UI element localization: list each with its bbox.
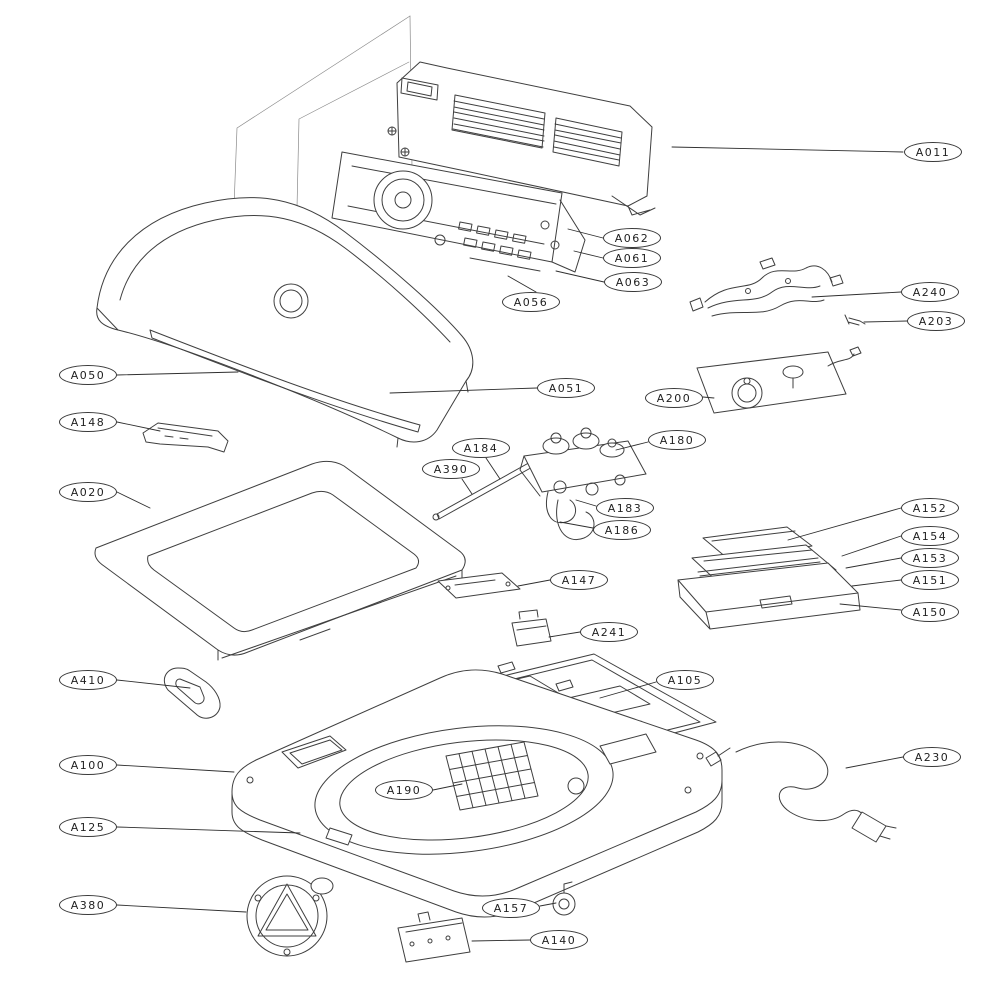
part-screw — [844, 314, 866, 326]
part-switch — [511, 609, 552, 647]
part-label-a020[interactable]: A020 — [59, 482, 117, 502]
part-label-a061[interactable]: A061 — [603, 248, 661, 268]
part-label-a186[interactable]: A186 — [593, 520, 651, 540]
part-pressure-switch-assembly — [696, 346, 862, 414]
part-label-a203[interactable]: A203 — [907, 311, 965, 331]
part-cap — [552, 881, 576, 916]
part-inlet-valve — [519, 427, 647, 497]
part-noise-filter — [397, 911, 471, 963]
part-hoses — [546, 491, 595, 540]
part-dispenser-drawer — [677, 526, 861, 630]
part-label-a240[interactable]: A240 — [901, 282, 959, 302]
part-label-a063[interactable]: A063 — [604, 272, 662, 292]
part-label-a410[interactable]: A410 — [59, 670, 117, 690]
part-label-a157[interactable]: A157 — [482, 898, 540, 918]
part-label-a148[interactable]: A148 — [59, 412, 117, 432]
part-control-board-assembly — [331, 151, 586, 273]
part-label-a183[interactable]: A183 — [596, 498, 654, 518]
part-lid — [94, 460, 466, 661]
part-label-a105[interactable]: A105 — [656, 670, 714, 690]
part-grate — [445, 741, 539, 811]
part-label-a390[interactable]: A390 — [422, 459, 480, 479]
part-label-a100[interactable]: A100 — [59, 755, 117, 775]
part-label-a241[interactable]: A241 — [580, 622, 638, 642]
part-label-a184[interactable]: A184 — [452, 438, 510, 458]
part-label-a147[interactable]: A147 — [550, 570, 608, 590]
part-label-a050[interactable]: A050 — [59, 365, 117, 385]
part-label-a230[interactable]: A230 — [903, 747, 961, 767]
part-label-a154[interactable]: A154 — [901, 526, 959, 546]
part-pump — [246, 875, 334, 957]
part-bracket — [142, 422, 229, 453]
part-label-a011[interactable]: A011 — [904, 142, 962, 162]
part-label-a190[interactable]: A190 — [375, 780, 433, 800]
part-label-a125[interactable]: A125 — [59, 817, 117, 837]
part-label-a200[interactable]: A200 — [645, 388, 703, 408]
part-rod — [432, 454, 546, 521]
part-label-a150[interactable]: A150 — [901, 602, 959, 622]
part-power-cord — [705, 741, 897, 843]
part-hose-clip — [163, 667, 221, 719]
part-label-a140[interactable]: A140 — [530, 930, 588, 950]
part-rear-panel — [387, 61, 656, 216]
part-label-a051[interactable]: A051 — [537, 378, 595, 398]
part-label-a380[interactable]: A380 — [59, 895, 117, 915]
part-label-a056[interactable]: A056 — [502, 292, 560, 312]
part-hinge-plate — [437, 572, 521, 599]
part-label-a062[interactable]: A062 — [603, 228, 661, 248]
leader-lines — [116, 146, 908, 942]
part-label-a153[interactable]: A153 — [901, 548, 959, 568]
part-label-a152[interactable]: A152 — [901, 498, 959, 518]
part-label-a180[interactable]: A180 — [648, 430, 706, 450]
part-wire-harness — [689, 257, 844, 317]
part-control-panel — [96, 197, 474, 448]
part-label-a151[interactable]: A151 — [901, 570, 959, 590]
